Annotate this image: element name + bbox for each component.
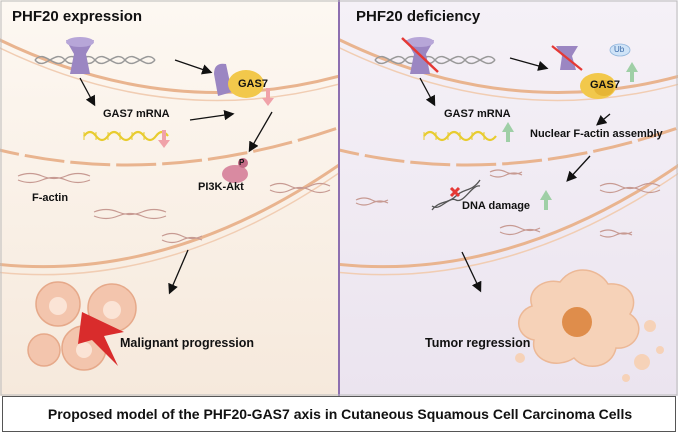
mrna-left [83,130,169,142]
up-arrow-dna-damage [540,190,552,210]
arrow-to-malignant [168,249,189,295]
gas7-complex-right [551,45,616,99]
tumor-regression-label: Tumor regression [425,336,531,350]
right-panel-title: PHF20 deficiency [356,8,481,25]
left-panel-title: PHF20 expression [12,8,143,25]
nuclear-envelope-lower2 [0,172,338,276]
pi3k-akt-label: PI3K-Akt [198,181,244,193]
gas7-complex-left [214,63,264,98]
dna-damage-label: DNA damage [462,200,531,212]
dna-helix-left [34,55,156,65]
gas7-label-right: GAS7 [590,79,620,91]
nuclear-envelope-outer-r [340,126,678,167]
figure-caption: Proposed model of the PHF20-GAS7 axis in… [47,406,633,422]
mrna-ticks-left [83,132,145,140]
malignant-cell-cluster [27,281,137,371]
mrna-ticks-right [423,132,485,140]
nuclear-envelope-outer [0,126,338,167]
nuclear-f-actin-label: Nuclear F-actin assembly [530,128,663,140]
gas7-mrna-label-right: GAS7 mRNA [444,108,511,120]
arrow-gas7-to-pi3k [248,111,273,153]
malignant-progression-label: Malignant progression [120,336,255,350]
cell-membrane-inner-r [340,47,678,102]
gas7-mrna-label-left: GAS7 mRNA [103,108,170,120]
nuclear-envelope-lower-r [340,163,678,269]
down-arrow-gas7-left [262,88,274,106]
ubiquitin-label: Ub [614,45,625,54]
dna-damage-helix [431,179,481,211]
panel-border [0,0,678,396]
arrow-mrna-to-gas7 [189,109,235,121]
gas7-label-left: GAS7 [238,78,268,90]
dna-helix-right [374,55,496,65]
f-actin-right [355,169,661,238]
arrow-to-gas7-r [509,57,549,71]
arrow-gas7-to-nuclear [596,113,611,126]
phospho-badge: P [239,158,245,167]
cell-membrane-inner [0,47,338,102]
arrow-to-mrna-r [419,77,436,107]
f-actin-left [17,172,331,244]
left-panel-bg [0,0,338,396]
arrow-to-regression [461,251,482,293]
up-arrow-mrna-right [502,122,514,142]
cell-membrane-outer-r [340,38,678,94]
arrow-to-mrna [79,77,96,107]
left-panel [0,0,338,396]
phf20-protein-right-blocked [401,37,439,74]
phf20-protein-left [66,37,94,74]
caption-box: Proposed model of the PHF20-GAS7 axis in… [2,396,676,432]
ubiquitin-icon [609,43,631,57]
arrow-to-gas7 [174,59,213,75]
down-arrow-mrna-left [158,130,170,148]
arrow-nuclear-to-dna [566,155,591,182]
pi3k-akt-protein [222,158,248,183]
cell-membrane-outer [0,38,338,94]
dna-break-mark [449,186,461,198]
f-actin-label: F-actin [32,192,69,204]
up-arrow-gas7-right [626,62,638,82]
nuclear-envelope-lower [0,163,338,269]
apoptotic-cell [515,269,664,382]
